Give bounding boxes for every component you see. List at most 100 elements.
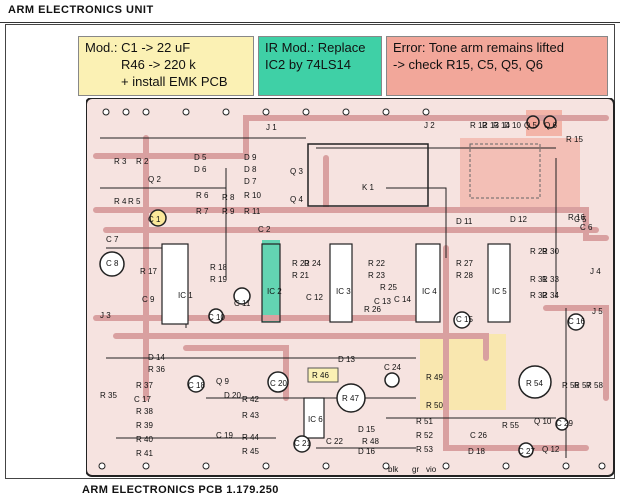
label-r7: R 7 (196, 207, 209, 216)
ic-packages (161, 243, 511, 439)
ic4-package (415, 243, 441, 323)
label-r29: R 29 (530, 247, 547, 256)
label-r25: R 25 (380, 283, 397, 292)
label-q4: Q 4 (290, 195, 303, 204)
q6-transistor (543, 115, 557, 129)
label-c1: C 1 (148, 215, 161, 224)
label-c18: C 18 (188, 381, 205, 390)
ir-note-line-2: IC2 by 74LS14 (265, 57, 352, 72)
label-r17: R 17 (140, 267, 157, 276)
label-c26: C 26 (470, 431, 487, 440)
c27-capacitor (518, 442, 534, 458)
label-c14: C 14 (394, 295, 411, 304)
label-d11: D 11 (456, 217, 473, 226)
label-r47: R 47 (342, 394, 359, 403)
label-r4: R 4 (114, 197, 127, 206)
label-r22: R 22 (368, 259, 385, 268)
label-ic1: IC 1 (178, 291, 193, 300)
error-note-line-2: -> check R15, C5, Q5, Q6 (393, 57, 543, 72)
label-r50: R 50 (426, 401, 443, 410)
label-c7: C 7 (106, 235, 119, 244)
c18-capacitor (187, 375, 205, 393)
label-r26: R 26 (364, 305, 381, 314)
label-r5: R 5 (128, 197, 141, 206)
label-c12: C 12 (306, 293, 323, 302)
label-r35: R 35 (100, 391, 117, 400)
c1-capacitor (149, 209, 167, 227)
label-r49: R 49 (426, 373, 443, 382)
c21-capacitor (293, 435, 311, 453)
label-r45: R 45 (242, 447, 259, 456)
label-r8: R 8 (222, 193, 235, 202)
label-r43: R 43 (242, 411, 259, 420)
label-d10: D 10 (504, 121, 521, 130)
label-gr: gr (412, 465, 419, 474)
label-r57: R 57 (574, 381, 591, 390)
label-q9: Q 9 (216, 377, 229, 386)
label-r3: R 3 (114, 157, 127, 166)
label-q6: Q 6 (544, 121, 557, 130)
r47-pot (336, 383, 366, 413)
label-c20: C 20 (270, 379, 287, 388)
label-d14: D 14 (148, 353, 165, 362)
label-r19: R 19 (210, 275, 227, 284)
ic6-package (303, 397, 325, 439)
r46-highlight (307, 367, 339, 383)
label-r30: R 30 (542, 247, 559, 256)
label-c6: C 6 (580, 223, 593, 232)
label-r32: R 32 (530, 291, 547, 300)
modification-note: Mod.: C1 -> 22 uF R46 -> 220 k + install… (78, 36, 254, 96)
label-d16: D 16 (358, 447, 375, 456)
label-r40: R 40 (136, 435, 153, 444)
label-r38: R 38 (136, 407, 153, 416)
label-r51: R 51 (416, 417, 433, 426)
label-d15: D 15 (358, 425, 375, 434)
round-components (99, 115, 585, 458)
title-rule (0, 22, 620, 23)
label-r34: R 34 (542, 291, 559, 300)
ir-note-line-1: IR Mod.: Replace (265, 40, 366, 55)
label-ic6: IC 6 (308, 415, 323, 424)
label-q5: Q 5 (524, 121, 537, 130)
c16-capacitor (567, 313, 585, 331)
ir-modification-note: IR Mod.: Replace IC2 by 74LS14 (258, 36, 382, 96)
ic5-package (487, 243, 511, 323)
label-c27: C 27 (518, 447, 535, 456)
c29-capacitor (555, 417, 569, 431)
q5-transistor (526, 115, 540, 129)
label-d12: D 12 (510, 215, 527, 224)
label-r11: R 11 (244, 207, 261, 216)
label-r44: R 44 (242, 433, 259, 442)
error-note: Error: Tone arm remains lifted -> check … (386, 36, 608, 96)
label-d6: D 6 (194, 165, 207, 174)
pcb-layout: J 1 J 2 K 1 R 2 R 3 R 4 R 5 R 6 R 7 D 5 … (86, 98, 615, 477)
label-vio: vio (426, 465, 437, 474)
stamp-outline (469, 143, 541, 199)
label-r24: R 24 (304, 259, 321, 268)
ic2-package (261, 243, 281, 323)
c20-capacitor (267, 371, 289, 393)
label-c22: C 22 (326, 437, 343, 446)
label-c5: C 5 (574, 215, 587, 224)
label-r23: R 23 (368, 271, 385, 280)
label-j1: J 1 (266, 123, 277, 132)
label-d5: D 5 (194, 153, 207, 162)
label-r21: R 21 (292, 271, 309, 280)
ic3-package (329, 243, 353, 323)
c15-capacitor (453, 311, 471, 329)
label-c19: C 19 (216, 431, 233, 440)
label-r42: R 42 (242, 395, 259, 404)
label-c24: C 24 (384, 363, 401, 372)
copper-traces (93, 115, 609, 451)
label-ic5: IC 5 (492, 287, 507, 296)
label-d18: D 18 (468, 447, 485, 456)
label-r54: R 54 (526, 379, 543, 388)
mod-note-line-1: Mod.: C1 -> 22 uF (85, 40, 191, 55)
c10-capacitor (208, 308, 224, 324)
c24-capacitor (384, 372, 400, 388)
label-r27: R 27 (456, 259, 473, 268)
label-r48: R 48 (362, 437, 379, 446)
label-r14: R 14 (493, 121, 510, 130)
component-labels: J 1 J 2 K 1 R 2 R 3 R 4 R 5 R 6 R 7 D 5 … (100, 121, 603, 474)
label-c9: C 9 (142, 295, 155, 304)
